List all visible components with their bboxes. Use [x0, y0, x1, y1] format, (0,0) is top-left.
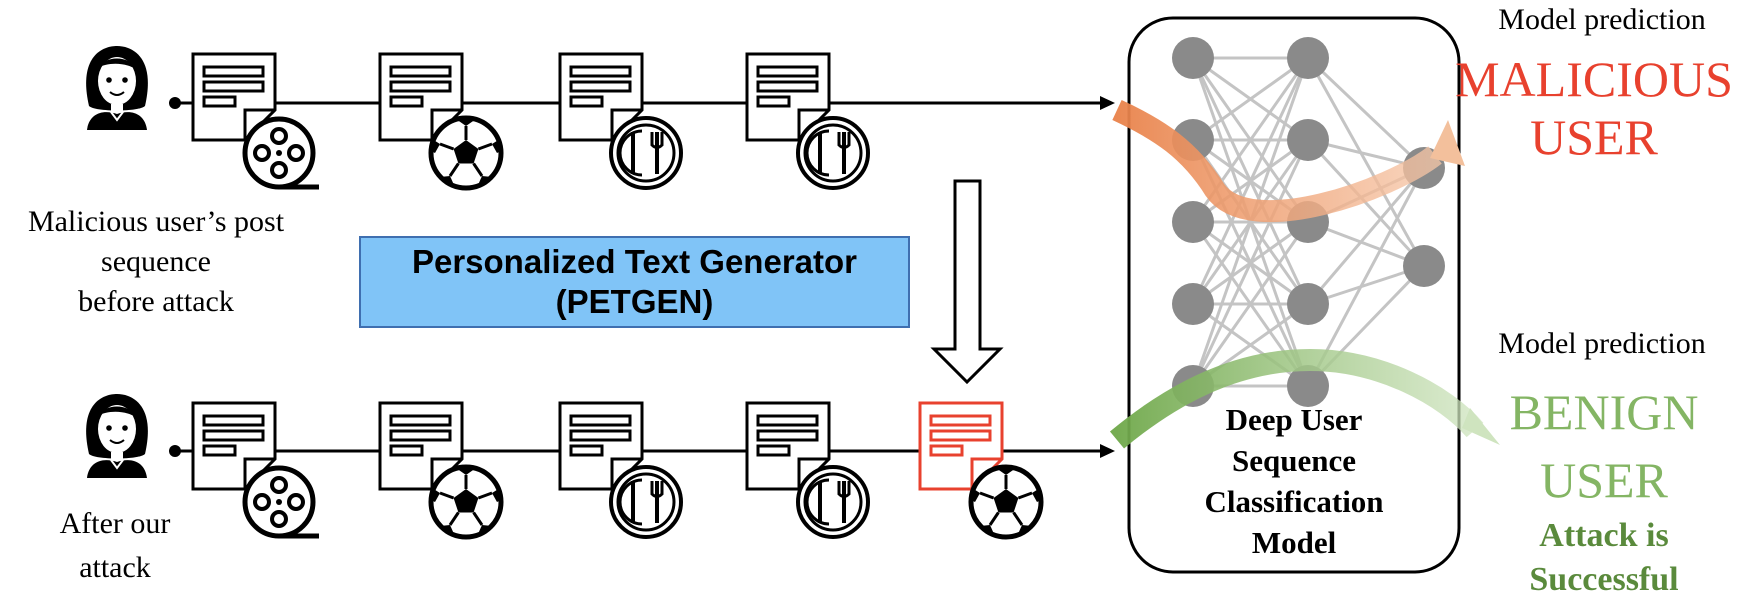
model-label-line-4: Model [1251, 525, 1337, 560]
after-topic-dining-plate-icon-4 [796, 465, 870, 539]
before-caption-line-3: before attack [78, 285, 234, 318]
after-caption-line-1: After our [59, 507, 171, 540]
before-topic-dining-plate-icon-4 [796, 116, 870, 190]
attacked-user-face-icon [85, 393, 149, 479]
benign-user-prediction: BENIGN USER [1464, 378, 1744, 514]
malicious-prediction-line-1: MALICIOUS [1455, 51, 1733, 107]
benign-prediction-line-2: USER [1540, 452, 1668, 508]
network-node-l2-2 [1287, 119, 1329, 161]
network-edge-27 [1306, 57, 1426, 267]
after-topic-soccer-ball-icon-2 [431, 467, 501, 537]
network-edge-21 [1191, 57, 1310, 387]
network-edge-23 [1191, 221, 1310, 387]
generator-line-1: Personalized Text Generator [411, 243, 858, 280]
network-edge-32 [1306, 167, 1426, 305]
model-label-line-2: Sequence [1232, 443, 1356, 478]
network-edge-6 [1192, 56, 1309, 142]
top-arrowhead [1100, 96, 1115, 110]
network-edge-22 [1191, 139, 1310, 387]
model-label: Deep User Sequence Classification Model [1164, 399, 1424, 563]
benign-flow-arrowhead [1462, 408, 1500, 445]
network-node-l2-5 [1287, 365, 1329, 407]
bottom-prediction-title: Model prediction [1498, 327, 1706, 360]
before-caption-line-1: Malicious user’s post [27, 205, 285, 238]
top-prediction-title: Model prediction [1498, 3, 1706, 36]
network-node-l1-4 [1172, 283, 1214, 325]
after-attack-caption: After our attack [30, 502, 200, 590]
attack-success-label: Attack is Successful [1464, 514, 1744, 602]
network-node-l3-2 [1403, 245, 1445, 287]
network-node-l1-1 [1172, 37, 1214, 79]
malicious-prediction-line-2: USER [1530, 109, 1658, 165]
top-post-sequence [191, 52, 870, 190]
network-node-l2-4 [1287, 283, 1329, 325]
network-edge-29 [1306, 138, 1426, 268]
before-topic-soccer-ball-icon-2 [431, 118, 501, 188]
bottom-arrowhead [1100, 444, 1115, 458]
before-topic-film-reel-icon-1 [245, 119, 319, 187]
model-label-line-1: Deep User [1225, 402, 1363, 437]
after-topic-dining-plate-icon-3 [609, 465, 683, 539]
benign-flow-path [1109, 348, 1484, 449]
network-node-l1-3 [1172, 201, 1214, 243]
attack-success-line-2: Successful [1529, 561, 1679, 598]
after-topic-soccer-ball-icon-5 [971, 467, 1041, 537]
bottom-sequence-start-dot [169, 445, 181, 457]
after-caption-line-2: attack [79, 551, 151, 584]
malicious-flow-arrowhead [1430, 120, 1465, 166]
generator-line-2: (PETGEN) [555, 283, 714, 320]
network-node-l2-1 [1287, 37, 1329, 79]
network-edge-16 [1191, 57, 1310, 305]
malicious-user-prediction: MALICIOUS USER [1444, 50, 1744, 166]
benign-prediction-line-1: BENIGN [1509, 384, 1699, 440]
before-attack-caption: Malicious user’s post sequence before at… [0, 202, 312, 322]
network-edge-26 [1306, 56, 1426, 170]
before-topic-dining-plate-icon-3 [609, 116, 683, 190]
top-sequence-start-dot [169, 97, 181, 109]
malicious-flow-path [1112, 100, 1442, 223]
hollow-down-arrow [930, 179, 1004, 385]
petgen-generator-box: Personalized Text Generator (PETGEN) [359, 236, 910, 328]
bottom-post-sequence [191, 401, 1041, 539]
after-topic-film-reel-icon-1 [245, 468, 319, 536]
malicious-user-face-icon [85, 45, 149, 131]
before-caption-line-2: sequence [101, 245, 211, 278]
model-label-line-3: Classification [1204, 484, 1384, 519]
attack-success-line-1: Attack is [1539, 517, 1669, 554]
